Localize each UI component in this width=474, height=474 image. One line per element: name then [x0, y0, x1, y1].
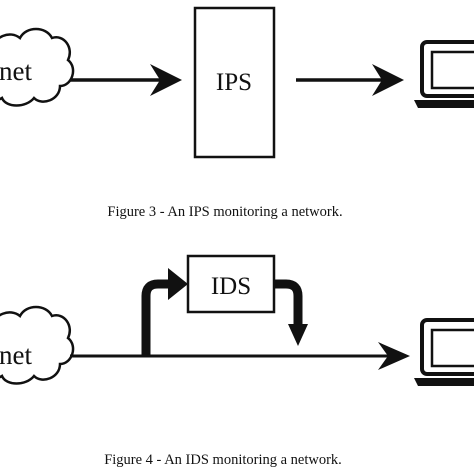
cloud-label: net [0, 340, 32, 370]
ids-box-label: IDS [211, 273, 251, 300]
computer-icon [414, 40, 474, 108]
arrow-icon [70, 64, 182, 96]
return-arrow-icon [274, 279, 308, 346]
computer-icon [414, 318, 474, 386]
ips-box-label: IPS [216, 69, 252, 96]
cloud-label: net [0, 56, 32, 86]
figure-3-caption: Figure 3 - An IPS monitoring a network. [107, 204, 342, 220]
figure-4-caption: Figure 4 - An IDS monitoring a network. [104, 452, 342, 468]
arrow-icon [296, 64, 404, 96]
ips-box [193, 6, 276, 159]
cloud-icon [0, 27, 75, 107]
tap-arrow-icon [141, 268, 188, 356]
figure-4: net IDS Figure 4 - An IDS monitoring a n… [0, 254, 474, 468]
figure-3: net IPS Figure 3 - An IPS monitoring a n… [0, 6, 474, 220]
arrow-icon [70, 342, 410, 370]
